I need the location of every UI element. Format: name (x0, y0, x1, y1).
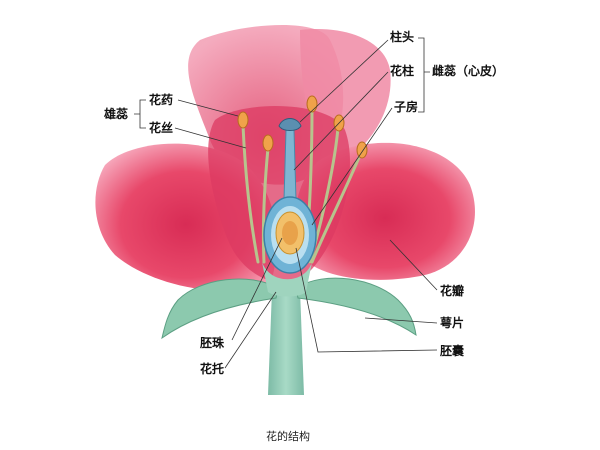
ovule-line (231, 237, 283, 341)
embryo-sac-shape (282, 221, 298, 245)
label-petal: 花瓣 (440, 284, 465, 298)
anther-2 (262, 134, 274, 152)
leader-lines (134, 37, 438, 369)
petal-line (389, 239, 438, 291)
label-ovule: 胚珠 (200, 336, 225, 350)
label-ovary: 子房 (394, 100, 419, 114)
filament-2 (261, 146, 270, 264)
anther-3 (306, 95, 318, 113)
left-sepal (161, 278, 279, 340)
anther-line (177, 99, 239, 117)
label-pistil: 雌蕊（心皮） (432, 64, 505, 78)
receptacle-line (224, 291, 277, 369)
anther-1 (237, 111, 249, 129)
figure-caption: 花的结构 (266, 430, 310, 443)
embryo-sac-line (295, 247, 438, 353)
sepal-line (364, 317, 438, 324)
filament-line (174, 127, 247, 149)
anther-5 (356, 141, 368, 159)
label-style: 花柱 (390, 64, 415, 78)
label-sepal: 萼片 (440, 316, 465, 330)
filament-5 (310, 153, 362, 264)
ovary-line (311, 107, 393, 226)
label-embryo-sac: 胚囊 (440, 344, 465, 358)
label-stamen: 雄蕊 (104, 107, 129, 121)
stigma-shape (278, 118, 302, 131)
stamen-bracket (134, 99, 146, 129)
right-sepal (295, 277, 417, 337)
style-shape (283, 129, 297, 201)
pistil-bracket (418, 37, 430, 113)
stigma-line (299, 39, 389, 123)
label-filament: 花丝 (149, 121, 174, 135)
label-receptacle: 花托 (200, 362, 225, 376)
filament-1 (241, 123, 260, 264)
style-line (293, 71, 389, 171)
label-stigma: 柱头 (390, 30, 415, 44)
receptacle-shape (262, 262, 312, 297)
label-anther: 花药 (149, 93, 174, 107)
stem (268, 290, 304, 395)
